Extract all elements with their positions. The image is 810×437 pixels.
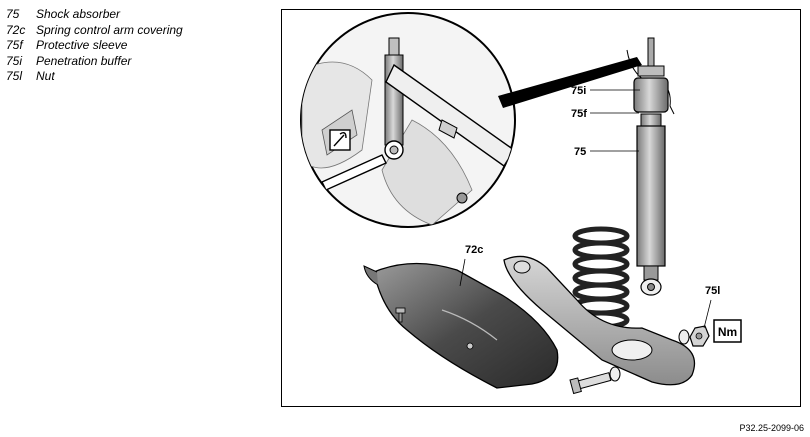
legend-row: 75l Nut: [6, 69, 183, 85]
detail-pointer: [498, 57, 642, 108]
legend-code: 75i: [6, 53, 23, 68]
legend-text: Protective sleeve: [36, 38, 128, 52]
leader-lines: [459, 89, 712, 329]
nut: [678, 325, 710, 347]
legend-code: 75: [6, 7, 20, 21]
legend-code: 75f: [6, 38, 23, 52]
legend-text: Nut: [36, 69, 55, 83]
callout-75: 75: [574, 146, 586, 158]
screw: [395, 307, 406, 323]
legend-row: 72c Spring control arm covering: [6, 23, 183, 39]
torque-symbol: Nm: [718, 325, 737, 339]
legend-row: 75i Penetration buffer: [6, 54, 183, 70]
legend-code: 75l: [6, 69, 23, 83]
legend-row: 75 Shock absorber: [6, 7, 183, 23]
callout-75l: 75l: [705, 285, 720, 297]
technical-illustration: 75i 75f 75 72c 75l Nm: [281, 9, 801, 407]
shock-absorber: [626, 37, 675, 296]
callout-75i: 75i: [571, 85, 586, 97]
illustration-svg: 75i 75f 75 72c 75l Nm: [300, 12, 742, 395]
callout-72c: 72c: [465, 244, 483, 256]
detail-view: [300, 12, 516, 228]
legend-row: 75f Protective sleeve: [6, 38, 183, 54]
torque-box: [713, 319, 742, 343]
legend-text: Shock absorber: [36, 7, 121, 21]
spring-control-arm-covering: [373, 262, 559, 389]
figure-id: P32.25-2099-06: [739, 423, 804, 433]
parts-legend: 75 Shock absorber 72c Spring control arm…: [6, 7, 183, 85]
legend-text: Spring control arm covering: [36, 22, 183, 37]
legend-text: Penetration buffer: [36, 53, 132, 68]
callout-75f: 75f: [571, 108, 587, 120]
legend-code: 72c: [6, 22, 26, 37]
bolt: [569, 366, 621, 395]
